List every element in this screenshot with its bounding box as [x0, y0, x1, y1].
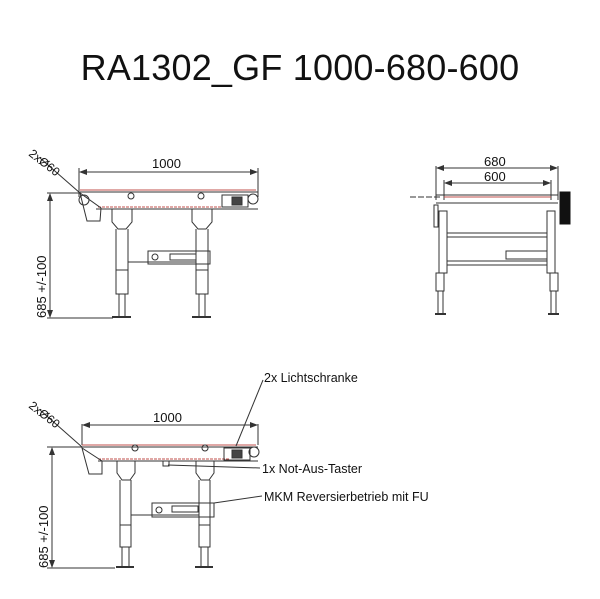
inner-width-dim: 600	[484, 169, 506, 184]
callout-lichtschranke: 2x Lichtschranke	[264, 371, 358, 385]
drawing-title: RA1302_GF 1000-680-600	[80, 47, 520, 88]
height-dim-top: 685 +/-100	[34, 255, 49, 318]
roller-dim-top: 2xØ60	[26, 146, 63, 179]
callout-not-aus-taster: 1x Not-Aus-Taster	[262, 462, 362, 476]
side-view-top	[39, 157, 259, 319]
length-dim-bottom: 1000	[153, 410, 182, 425]
callout-mkm-reversierbetrieb: MKM Reversierbetrieb mit FU	[264, 490, 429, 504]
height-dim-bottom: 685 +/-100	[36, 505, 51, 568]
front-view	[410, 165, 571, 315]
length-dim-top: 1000	[152, 156, 181, 171]
outer-width-dim: 680	[484, 154, 506, 169]
side-view-bottom	[39, 379, 264, 569]
roller-dim-bottom: 2xØ60	[26, 398, 63, 431]
